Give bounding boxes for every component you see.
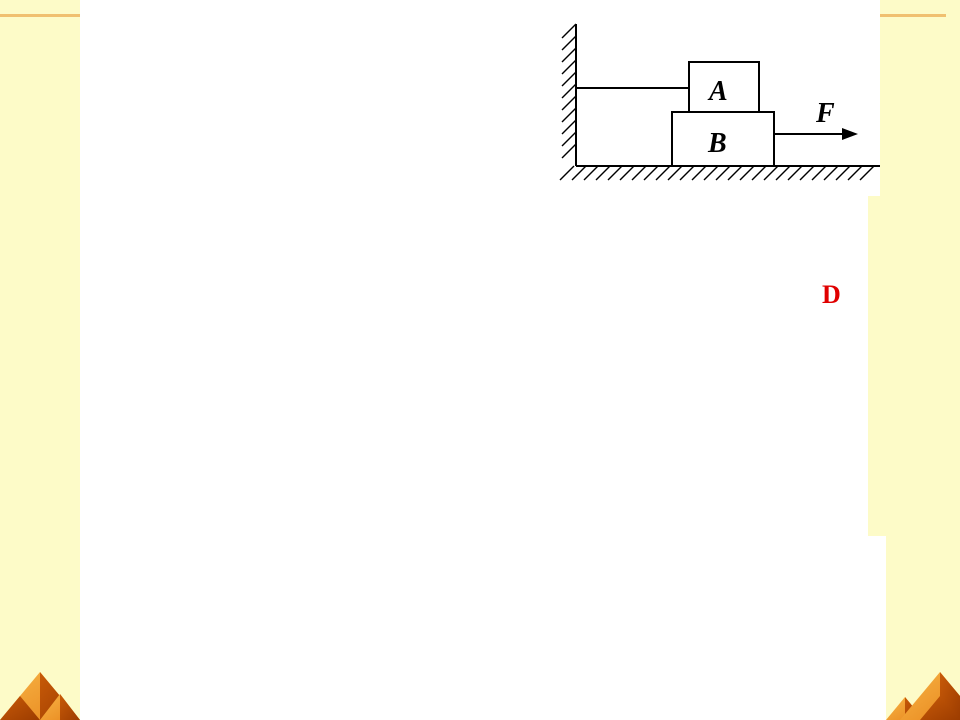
decorative-rule-left bbox=[0, 14, 80, 17]
force-label: F bbox=[815, 98, 835, 129]
pyramid-decoration-left bbox=[0, 672, 80, 720]
block-b-label: B bbox=[707, 128, 727, 159]
content-panel-edge bbox=[866, 0, 880, 196]
answer-label: D bbox=[822, 280, 841, 309]
wall bbox=[561, 23, 577, 166]
pyramid-decoration-right bbox=[886, 672, 960, 720]
force-arrow bbox=[774, 128, 858, 140]
content-panel-edge bbox=[866, 196, 868, 536]
floor bbox=[559, 165, 880, 181]
decorative-rule-right bbox=[866, 14, 946, 17]
content-panel-edge bbox=[866, 536, 886, 720]
block-b bbox=[671, 111, 775, 167]
block-a bbox=[688, 61, 760, 113]
block-a-label: A bbox=[707, 76, 728, 107]
